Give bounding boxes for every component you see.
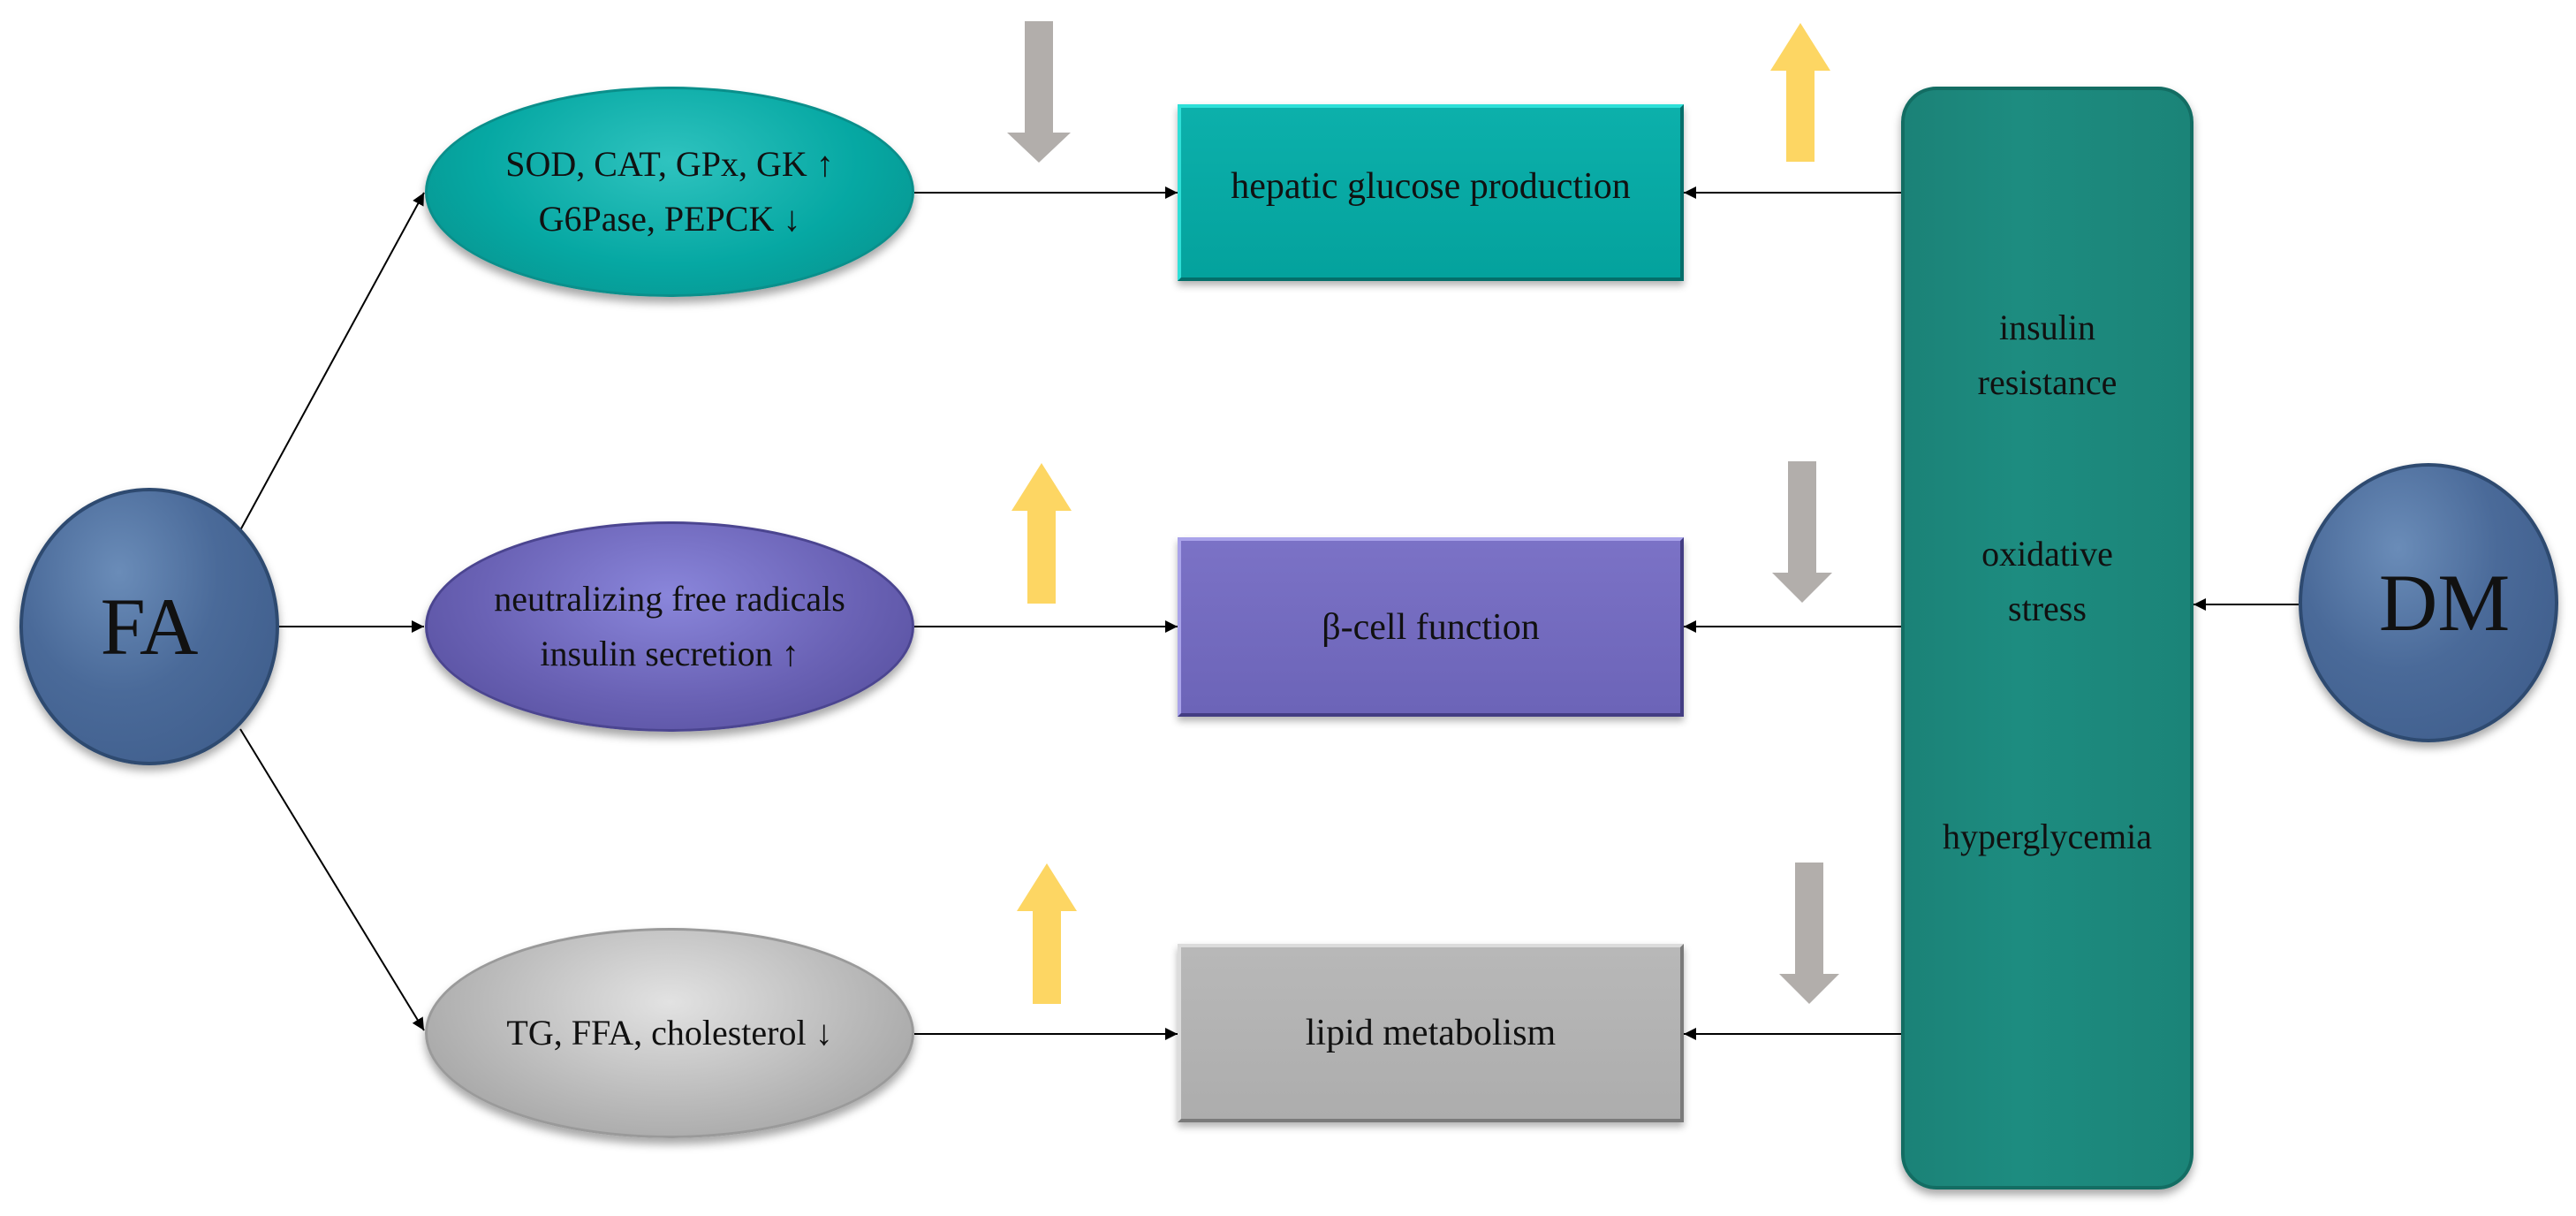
effect-insulin-line: insulin: [1999, 308, 2095, 347]
lipid-metabolism-box: lipid metabolism: [1178, 944, 1684, 1122]
outcome-label: hepatic glucose production: [1231, 166, 1631, 207]
free-radicals-ellipse: neutralizing free radicals insulin secre…: [425, 521, 914, 732]
lipid-markers-ellipse: TG, FFA, cholesterol ↓: [425, 928, 914, 1138]
ellipse-line: SOD, CAT, GPx, GK ↑: [505, 144, 834, 184]
dm-label: DM: [2378, 558, 2511, 648]
outcome-label: β-cell function: [1322, 606, 1540, 648]
effect-hyperglycemia-line: hyperglycemia: [1943, 817, 2152, 856]
hepatic-glucose-box: hepatic glucose production: [1178, 104, 1684, 281]
fa-node: FA: [19, 488, 279, 765]
dm-node: DM: [2299, 463, 2558, 742]
ellipse-line: insulin secretion ↑: [540, 634, 799, 673]
fa-effect-lipid-up-arrow: [1017, 863, 1077, 1004]
effect-stress-line: stress: [2008, 589, 2087, 628]
fa-effect-beta-cell-up-arrow: [1011, 463, 1072, 604]
dm-effect-lipid-down-arrow: [1779, 863, 1839, 1004]
ellipse-line: G6Pase, PEPCK ↓: [538, 199, 801, 239]
connector-fa-to-antioxidant: [239, 192, 425, 531]
effect-oxidative-line: oxidative: [1981, 534, 2113, 574]
connector-fa-to-lipids: [239, 728, 425, 1031]
beta-cell-box: β-cell function: [1178, 537, 1684, 717]
outcome-label: lipid metabolism: [1305, 1013, 1557, 1053]
dm-effect-hepatic-up-arrow-shape: [1770, 23, 1830, 162]
dm-effects-bar: insulin resistance oxidative stress hype…: [1901, 87, 2193, 1189]
fa-label: FA: [100, 581, 199, 672]
dm-effect-beta-cell-down-arrow: [1772, 461, 1832, 603]
effect-resistance-line: resistance: [1977, 362, 2118, 402]
ellipse-line: neutralizing free radicals: [494, 579, 845, 619]
antioxidant-enzyme-ellipse: SOD, CAT, GPx, GK ↑ G6Pase, PEPCK ↓: [425, 87, 914, 297]
ellipse-line: TG, FFA, cholesterol ↓: [506, 1013, 833, 1053]
fa-effect-hepatic-down-arrow: [1007, 21, 1071, 163]
